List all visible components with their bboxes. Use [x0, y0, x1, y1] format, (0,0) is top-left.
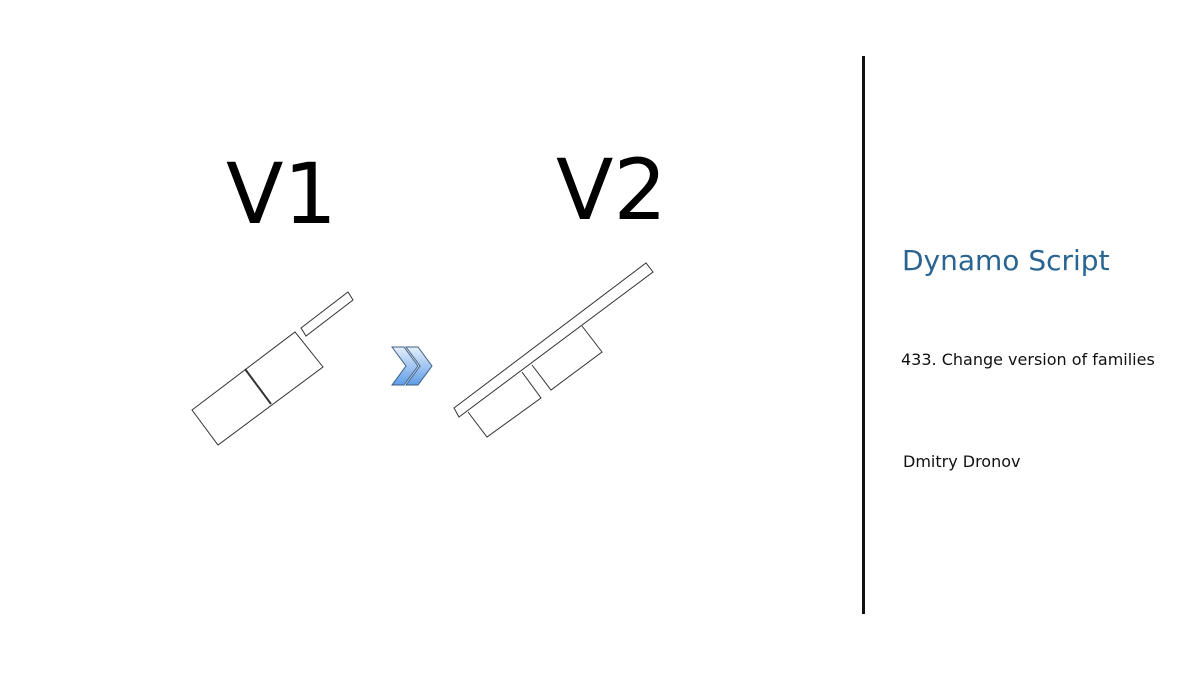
author-name: Dmitry Dronov [903, 452, 1021, 471]
arrow-icon [391, 346, 433, 386]
version-1-label: V1 [226, 145, 337, 243]
v1-family-drawing [191, 291, 354, 446]
v2-long-bar [453, 262, 654, 418]
v1-divider-line [244, 368, 272, 405]
script-subtitle: 433. Change version of families [901, 350, 1155, 369]
v1-body-rect [191, 331, 324, 446]
vertical-divider [862, 56, 865, 614]
v2-family-drawing [453, 262, 654, 438]
script-title: Dynamo Script [902, 244, 1110, 277]
v1-small-bar [300, 291, 354, 337]
v2-right-rect [531, 325, 603, 391]
v2-left-rect [467, 371, 542, 438]
version-2-label: V2 [556, 141, 667, 239]
